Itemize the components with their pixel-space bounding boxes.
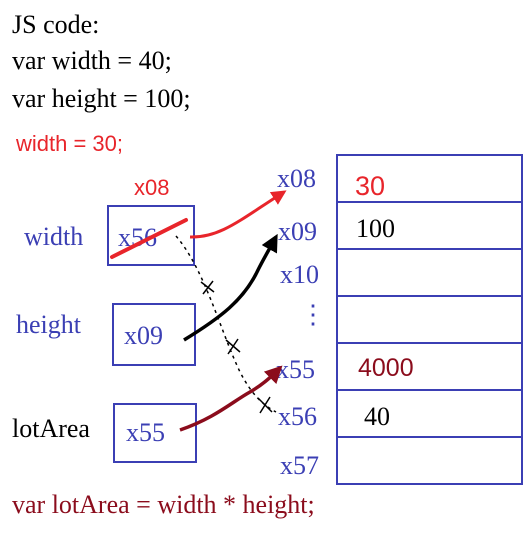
memory-address: x55 [276, 355, 315, 384]
memory-address: x57 [280, 451, 319, 480]
code-line-reassign: width = 30; [16, 131, 124, 156]
height-arrow [183, 233, 278, 342]
height-reference: x09 [124, 321, 163, 350]
memory-address: x08 [277, 164, 316, 193]
memory-address: x09 [278, 217, 317, 246]
lotarea-arrow [179, 365, 283, 432]
variable-name-lotarea: lotArea [12, 414, 90, 443]
variable-name-height: height [16, 310, 81, 339]
width-reference-box [107, 205, 195, 266]
width-new-reference: x08 [134, 175, 170, 200]
memory-address: x10 [280, 260, 319, 289]
lotarea-reference: x55 [126, 418, 165, 447]
memory-cell [336, 436, 523, 485]
cross-mark [225, 338, 241, 355]
memory-address-ellipsis: ⋮ [300, 300, 326, 329]
width-arrow [189, 190, 287, 239]
code-header: JS code: [12, 10, 100, 39]
code-line-lotarea: var lotArea = width * height; [12, 490, 315, 519]
memory-value: 100 [356, 214, 395, 243]
code-line-width: var width = 40; [12, 46, 172, 75]
variable-name-width: width [24, 222, 84, 251]
memory-address: x56 [278, 402, 317, 431]
lotarea-reference-box [113, 403, 197, 463]
cross-mark [200, 280, 215, 295]
memory-value: 30 [355, 171, 386, 201]
memory-value: 40 [364, 402, 390, 431]
old-reference-line [175, 235, 277, 413]
cross-mark [257, 396, 273, 414]
code-line-height: var height = 100; [12, 84, 191, 113]
memory-value: 4000 [358, 354, 414, 382]
strike-old-reference [110, 218, 188, 259]
